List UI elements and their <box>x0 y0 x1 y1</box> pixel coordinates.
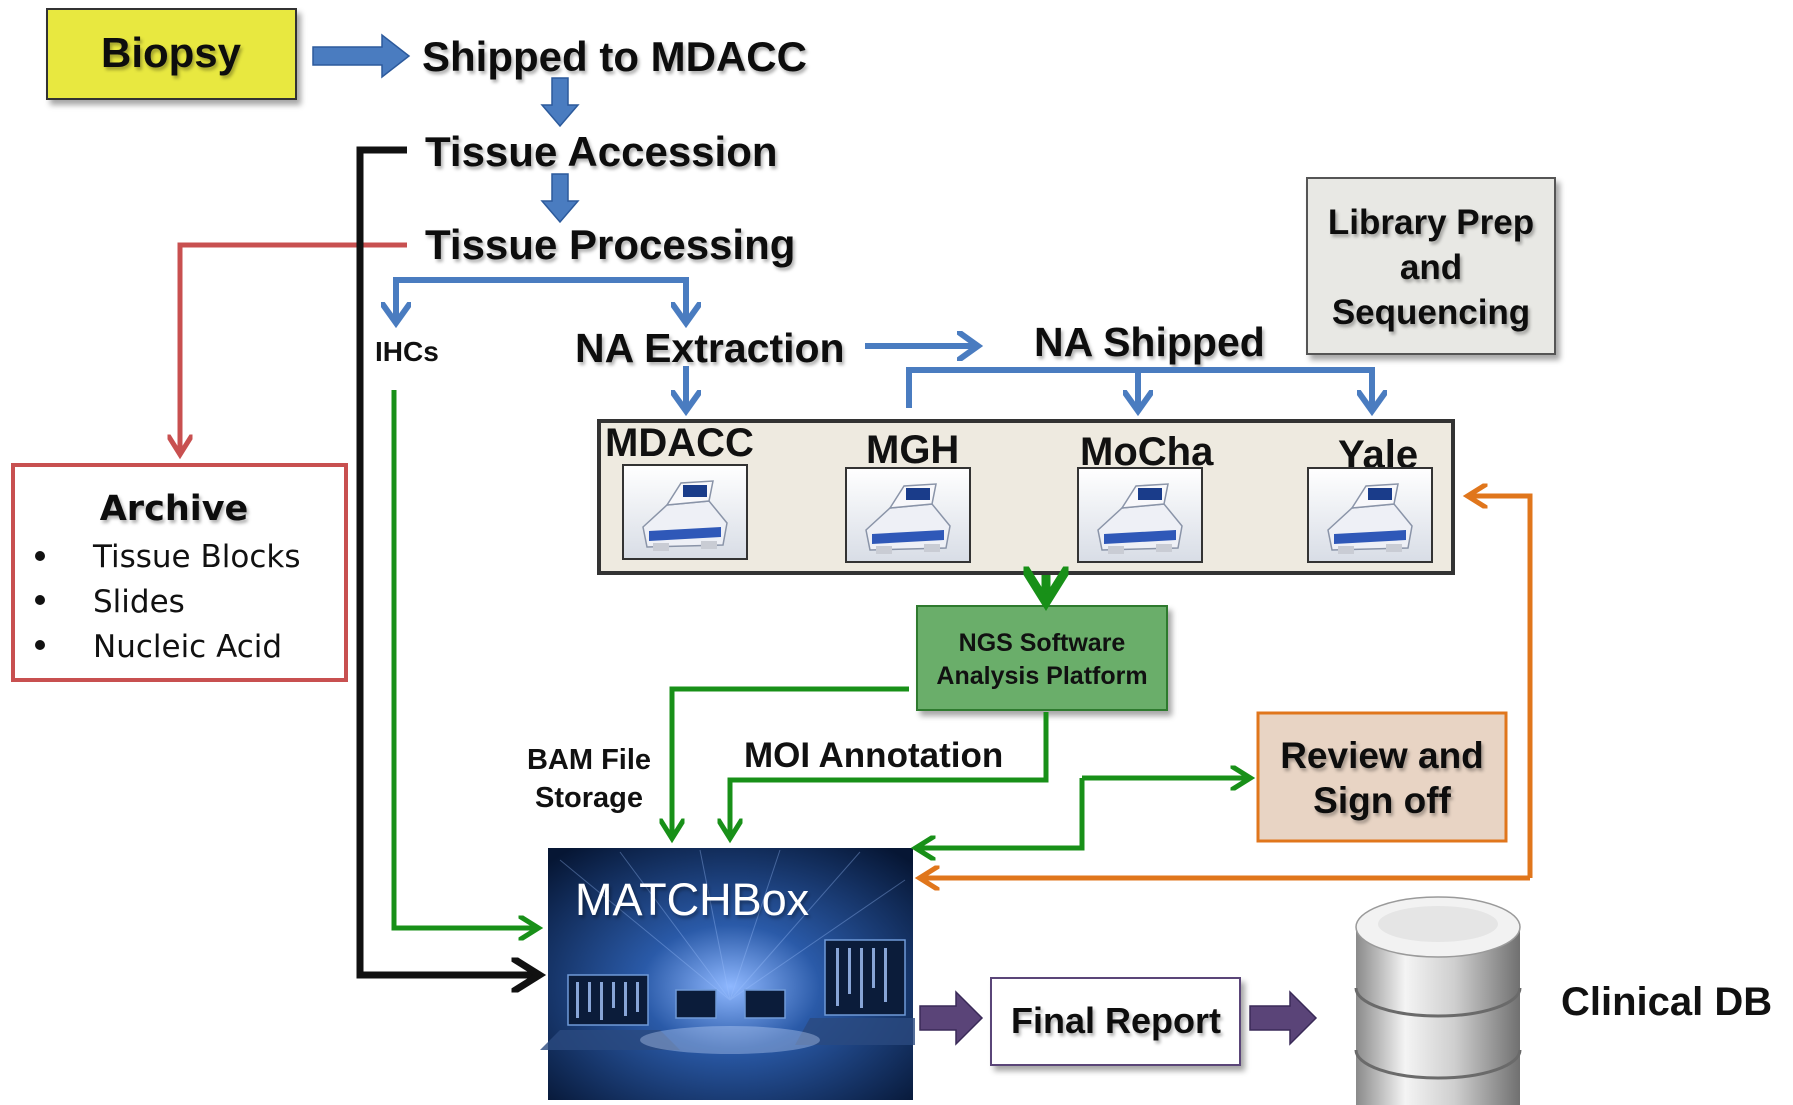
matchbox-label: MATCHBox <box>575 874 810 925</box>
review-line-2: Sign off <box>1313 780 1451 821</box>
review-box <box>1256 711 1508 843</box>
review-line-1: Review and <box>1280 735 1484 776</box>
matchbox-image <box>540 848 915 1100</box>
ngs-line-2: Analysis Platform <box>936 662 1147 690</box>
green-arrow-to-matchbox <box>918 778 1085 848</box>
library-prep-line-1: Library Prep <box>1328 203 1534 242</box>
purple-arrow-to-report <box>919 990 984 1046</box>
lab-label-mocha: MoCha <box>1080 430 1214 474</box>
archive-bullet <box>35 640 45 650</box>
blue-arrow-branch <box>393 277 686 320</box>
archive-bullet <box>35 551 45 561</box>
lab-label-mgh: MGH <box>866 428 959 472</box>
ihcs-label: IHCs <box>375 336 439 367</box>
na-extraction-label: NA Extraction <box>575 325 845 371</box>
moi-annotation-label: MOI Annotation <box>744 736 1003 775</box>
clinical-db-label: Clinical DB <box>1561 980 1772 1024</box>
green-arrow-moi <box>730 712 1049 836</box>
purple-arrow-to-db <box>1249 990 1318 1046</box>
black-arrow-accession <box>356 146 536 975</box>
bam-line-2: Storage <box>535 782 643 814</box>
sequencer-icon <box>1077 467 1203 563</box>
final-report-box <box>990 977 1241 1066</box>
tissue-accession-label: Tissue Accession <box>425 128 778 175</box>
library-prep-line-3: Sequencing <box>1332 293 1530 332</box>
orange-arrow-to-yale <box>1470 496 1533 878</box>
archive-item-nucleic-acid: Nucleic Acid <box>93 629 282 665</box>
archive-item-slides: Slides <box>93 584 185 620</box>
tissue-processing-label: Tissue Processing <box>425 221 795 268</box>
biopsy-box <box>46 8 297 100</box>
sequencer-icon <box>845 467 971 563</box>
database-icon <box>1354 896 1522 1105</box>
library-prep-line-2: and <box>1400 248 1462 287</box>
biopsy-label: Biopsy <box>101 29 242 76</box>
archive-bullet <box>35 595 45 605</box>
blue-arrows <box>312 33 580 224</box>
na-shipped-label: NA Shipped <box>1034 319 1265 365</box>
sequencer-icon <box>622 464 748 560</box>
ngs-line-1: NGS Software <box>959 629 1126 657</box>
archive-box <box>11 463 348 682</box>
red-arrow-archive <box>180 242 407 452</box>
green-arrow-bam <box>672 686 909 836</box>
archive-item-tissue-blocks: Tissue Blocks <box>92 539 300 575</box>
library-prep-box <box>1306 177 1556 355</box>
green-arrow-ihc <box>391 390 536 928</box>
shipped-to-mdacc-label: Shipped to MDACC <box>422 33 807 80</box>
final-report-label: Final Report <box>1011 1000 1221 1041</box>
lab-label-mdacc: MDACC <box>605 421 754 465</box>
archive-title: Archive <box>100 489 249 529</box>
bam-line-1: BAM File <box>527 744 651 776</box>
ngs-box <box>916 605 1168 711</box>
sequencer-icon <box>1307 467 1433 563</box>
